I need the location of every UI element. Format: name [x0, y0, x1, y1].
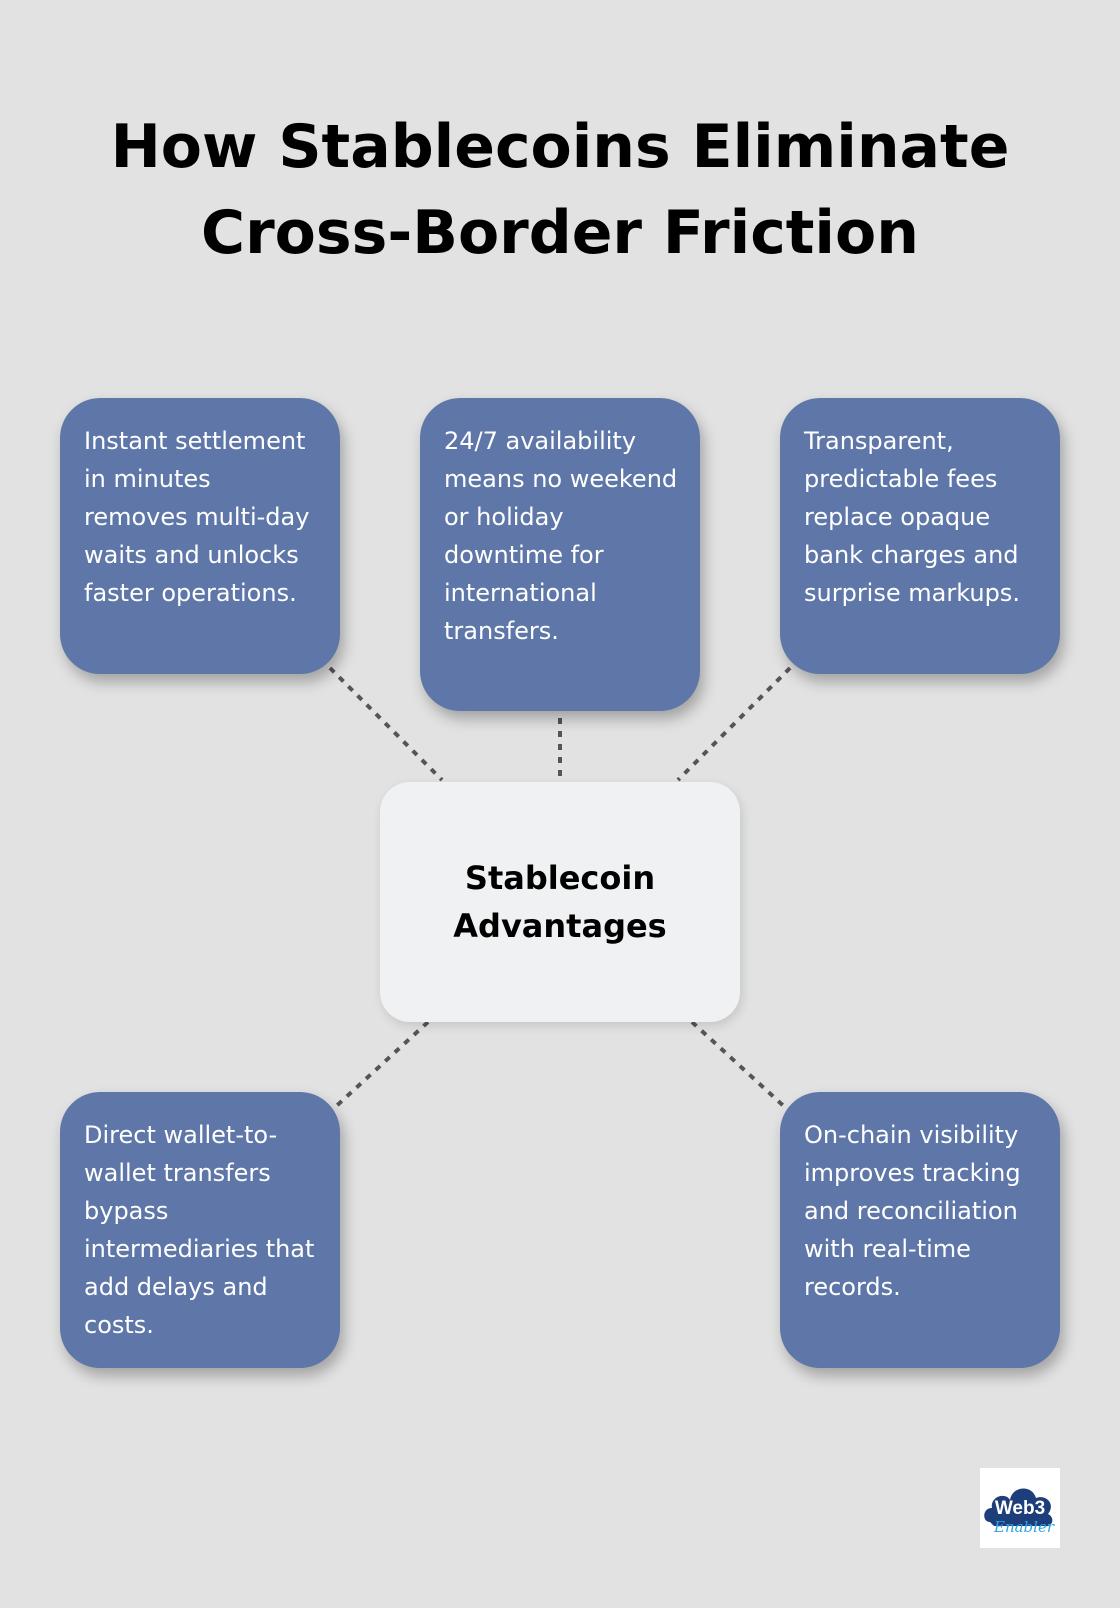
connector-top-right: [676, 666, 792, 782]
brand-logo: Web3 Enabler: [980, 1468, 1060, 1548]
page-title: How Stablecoins Eliminate Cross-Border F…: [110, 112, 1010, 268]
advantage-card-availability: 24/7 availability means no weekend or ho…: [420, 398, 700, 711]
advantage-text: Instant settlement in minutes removes mu…: [84, 427, 310, 607]
advantage-text: Direct wallet-to-wallet transfers bypass…: [84, 1121, 315, 1339]
advantage-card-fees: Transparent, predictable fees replace op…: [780, 398, 1060, 674]
advantage-card-direct-transfers: Direct wallet-to-wallet transfers bypass…: [60, 1092, 340, 1368]
hub-label: Stablecoin Advantages: [453, 859, 667, 945]
connector-bottom-left: [330, 1020, 430, 1112]
logo-wordmark: Web3: [995, 1498, 1045, 1519]
advantage-text: 24/7 availability means no weekend or ho…: [444, 427, 678, 645]
advantage-card-visibility: On-chain visibility improves tracking an…: [780, 1092, 1060, 1368]
advantage-text: On-chain visibility improves tracking an…: [804, 1121, 1021, 1301]
connector-bottom-right: [690, 1020, 790, 1112]
logo-subtext: Enabler: [993, 1518, 1055, 1536]
connector-top-left: [328, 666, 444, 782]
advantage-text: Transparent, predictable fees replace op…: [804, 427, 1020, 607]
advantage-card-settlement: Instant settlement in minutes removes mu…: [60, 398, 340, 674]
hub-node: Stablecoin Advantages: [380, 782, 740, 1022]
cloud-icon: Web3 Enabler: [984, 1488, 1055, 1536]
